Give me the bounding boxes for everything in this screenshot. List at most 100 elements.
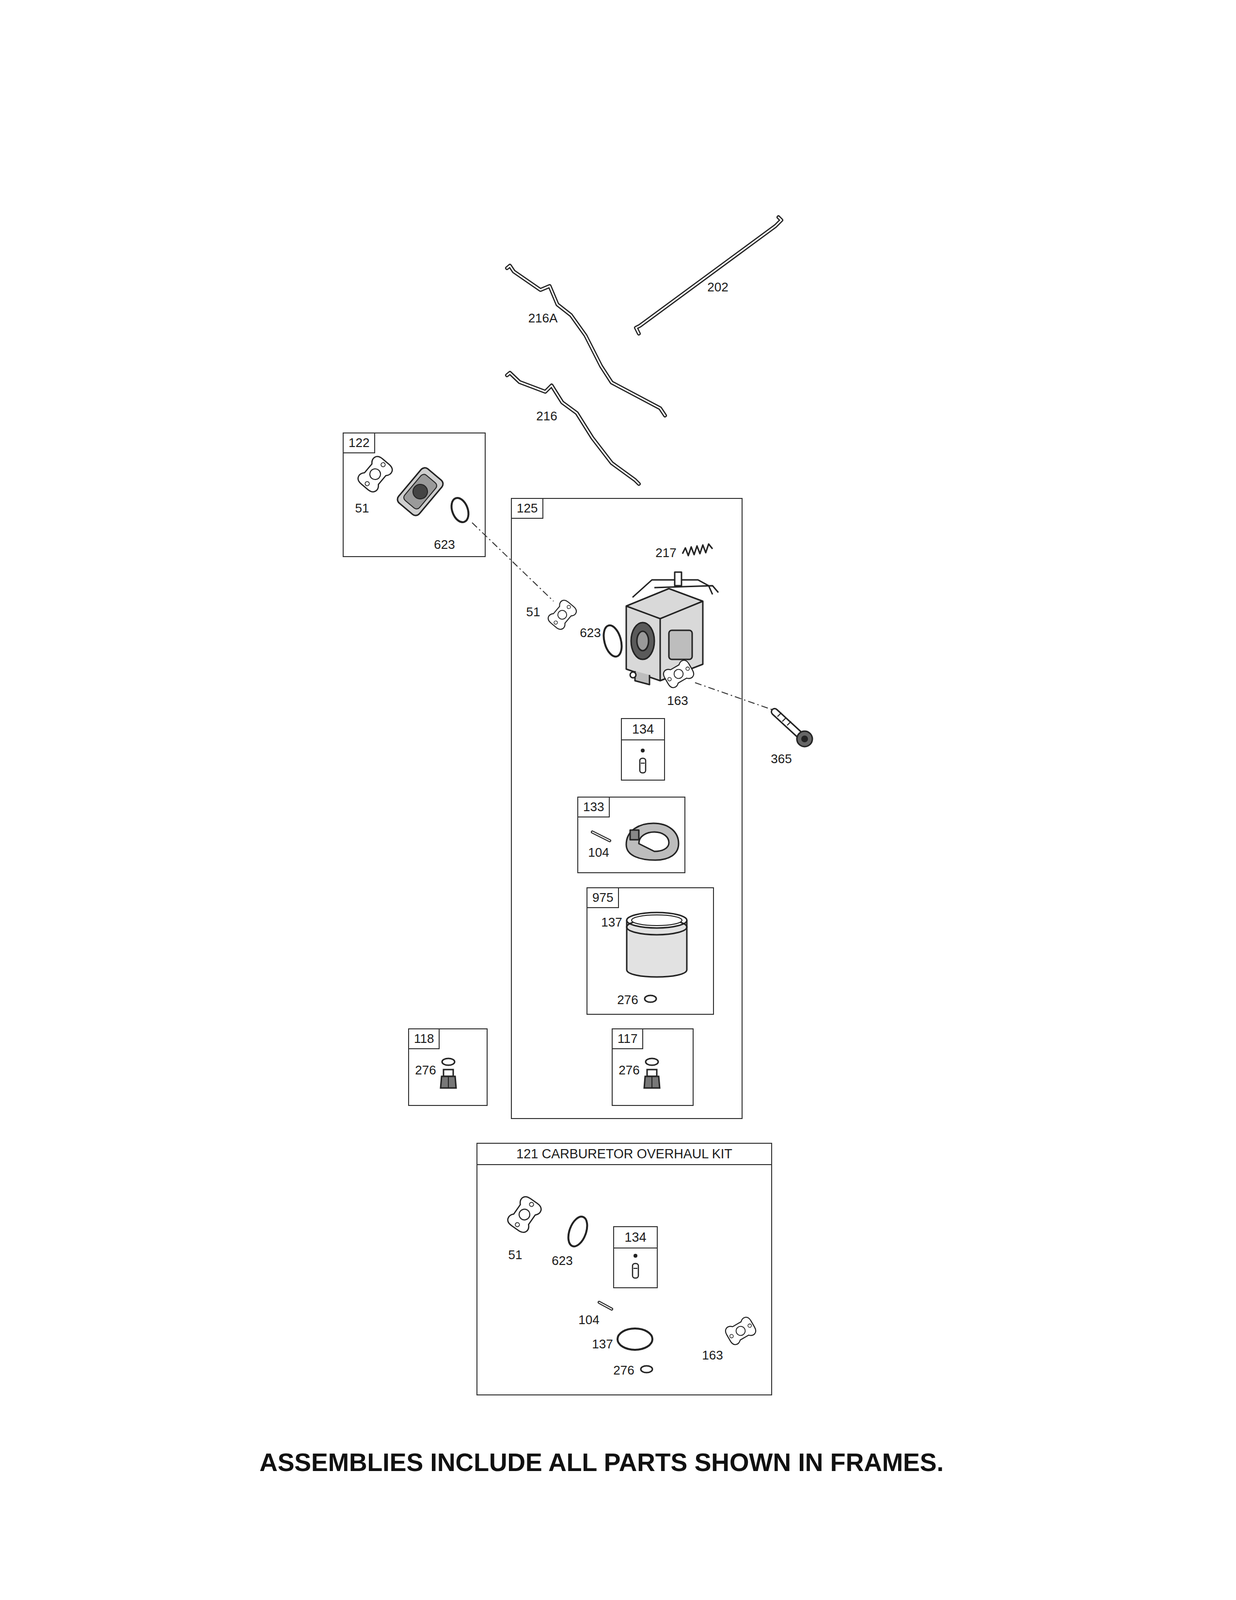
assembly-frame: 12251623: [342, 432, 486, 557]
footer-note: ASSEMBLIES INCLUDE ALL PARTS SHOWN IN FR…: [259, 1448, 944, 1476]
alignment-line: [695, 682, 773, 710]
float-pin: [592, 831, 610, 841]
kit-gasket: [505, 1194, 544, 1235]
governor-link-rod: [507, 372, 639, 484]
carburetor-gasket: [661, 658, 696, 690]
float-pin: [599, 1301, 612, 1309]
mounting-screw: [801, 735, 809, 743]
governor-link-rod: [507, 265, 666, 416]
carburetor-body: [654, 585, 719, 593]
callout-number: 137: [601, 915, 622, 929]
carburetor-body: [630, 671, 636, 678]
governor-link-rod: [507, 372, 639, 484]
callout-number: 217: [655, 546, 677, 559]
needle-valve: [639, 758, 646, 773]
intake-spacer: [395, 465, 445, 518]
float-bowl: [626, 919, 687, 977]
throttle-link-rod: [635, 217, 782, 334]
bowl-bolt: [644, 1058, 660, 1088]
callout-number: 137: [591, 1337, 613, 1350]
needle-valve: [639, 748, 646, 773]
callout-number: 276: [618, 1063, 640, 1077]
alignment-line: [695, 682, 773, 710]
float-pin: [599, 1301, 612, 1309]
bowl-bolt: [644, 1076, 660, 1088]
kit-gasket: [723, 1315, 758, 1347]
mounting-screw: [774, 711, 813, 747]
frame-number: 975: [587, 887, 619, 908]
washer: [640, 1365, 653, 1373]
bowl-bolt: [440, 1076, 457, 1088]
mounting-screw: [774, 711, 799, 734]
alignment-line: [472, 522, 554, 602]
assembly-frame: 134: [620, 717, 666, 781]
bowl-bolt: [440, 1058, 457, 1088]
carburetor-float: [626, 823, 679, 860]
assembly-frame: 134: [613, 1225, 658, 1288]
callout-number: 623: [551, 1253, 573, 1267]
carburetor-gasket: [546, 598, 579, 632]
callout-number: 216: [536, 409, 557, 423]
frame-number: 117: [612, 1029, 644, 1049]
carburetor-float: [626, 823, 679, 860]
bowl-bolt: [447, 1076, 449, 1088]
assembly-frame: 117 276: [611, 1028, 694, 1106]
intake-spacer: [410, 481, 431, 502]
carburetor-float: [638, 831, 669, 852]
carburetor-body: [626, 588, 703, 681]
governor-link-rod: [507, 265, 666, 416]
callout-number: 202: [707, 280, 729, 294]
o-ring: [564, 1213, 591, 1249]
carburetor-body: [632, 579, 713, 598]
frame-number: 125: [511, 498, 544, 519]
needle-valve: [632, 1253, 639, 1278]
kit-gasket: [505, 1194, 544, 1235]
callout-number: 51: [508, 1248, 523, 1261]
frame-number: 118: [409, 1029, 440, 1049]
carburetor-body: [626, 571, 719, 685]
washer: [644, 995, 657, 1002]
frame-number: 122: [343, 433, 376, 454]
frame-number: 133: [578, 797, 610, 818]
needle-valve: [633, 1253, 638, 1258]
carburetor-gasket: [546, 598, 579, 632]
needle-valve: [640, 762, 645, 764]
assembly-frame: 975137276: [586, 887, 714, 1015]
frame-title: 134: [614, 1226, 657, 1249]
callout-number: 216A: [528, 311, 558, 325]
governor-spring: [682, 543, 713, 556]
callout-number: 365: [770, 752, 792, 765]
o-ring: [448, 495, 472, 525]
bowl-seal: [617, 1328, 653, 1350]
intake-spacer: [402, 472, 439, 511]
intake-spacer: [395, 465, 445, 518]
assembly-frame: 133 104: [577, 796, 686, 873]
float-pin: [592, 831, 610, 841]
float-pin: [592, 831, 610, 841]
carburetor-gasket: [661, 658, 696, 690]
assembly-frame: 12521751623163134133104975137276117276: [510, 497, 743, 1119]
callout-number: 104: [587, 845, 609, 859]
callout-number: 163: [701, 1348, 723, 1362]
washer: [644, 995, 657, 1002]
throttle-link-rod: [635, 217, 782, 334]
bowl-bolt: [443, 1069, 454, 1077]
governor-link-rod: [507, 372, 639, 484]
assembly-frame: 121 CARBURETOR OVERHAUL KIT5162310413727…: [476, 1142, 773, 1395]
carburetor-body: [634, 670, 650, 685]
callout-number: 623: [579, 626, 601, 639]
needle-valve: [632, 1263, 639, 1278]
float-bowl: [626, 912, 687, 928]
kit-gasket: [723, 1315, 758, 1347]
o-ring: [448, 495, 472, 525]
carburetor-body: [674, 571, 682, 586]
frame-title: 134: [621, 718, 665, 741]
o-ring: [600, 623, 625, 659]
intake-gasket: [355, 454, 395, 495]
float-bowl: [626, 912, 687, 977]
callout-number: 51: [526, 605, 541, 618]
o-ring: [600, 623, 625, 659]
bowl-seal: [617, 1328, 653, 1350]
